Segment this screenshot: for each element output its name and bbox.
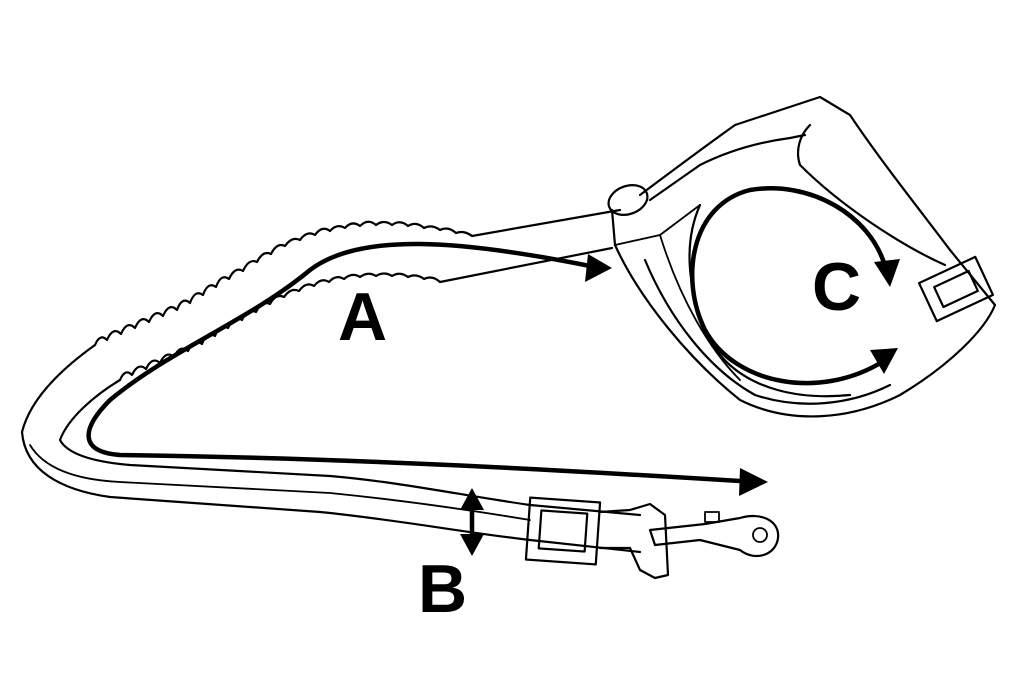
d-ring — [607, 184, 649, 216]
bungee-outer-wavy — [93, 208, 622, 347]
handle-lining — [688, 203, 852, 398]
strap-end-loop — [598, 502, 670, 580]
handle-fold — [614, 204, 741, 381]
arrow-a-head-top — [585, 254, 612, 282]
leash-strap — [20, 343, 642, 554]
strap-buckle-inner — [537, 509, 589, 553]
arrow-a — [86, 241, 768, 496]
strap-inner-edge — [58, 378, 642, 517]
arrow-c-head-bottom — [870, 348, 898, 374]
label-a: A — [338, 279, 387, 355]
arrow-b-head-top — [460, 488, 484, 510]
handle — [610, 95, 997, 418]
snap-hook-body — [648, 514, 780, 558]
arrow-b — [460, 488, 484, 556]
snap-hook — [648, 511, 780, 558]
handle-buckle — [917, 255, 995, 323]
bungee-section — [93, 208, 622, 382]
snap-hook-trigger — [704, 511, 720, 523]
handle-buckle-inner — [933, 269, 979, 309]
strap-buckle — [524, 496, 670, 580]
arrow-b-head-bottom — [460, 534, 484, 556]
handle-inner — [643, 258, 892, 405]
handle-padding — [648, 123, 947, 267]
arrow-a-path — [86, 241, 743, 484]
snap-hook-eye — [752, 527, 768, 543]
arrow-a-head-bottom — [739, 468, 768, 496]
strap-lower-edge — [29, 444, 531, 521]
strap-buckle-outer — [524, 496, 602, 566]
handle-buckle-outer — [917, 255, 995, 323]
strap-outer-edge — [20, 343, 642, 554]
handle-outer — [610, 95, 997, 418]
label-c: C — [812, 249, 861, 325]
arrow-c-head-top — [874, 259, 900, 287]
bungee-inner-wavy — [118, 246, 614, 382]
label-b: B — [418, 551, 467, 627]
arrow-c — [690, 186, 900, 386]
arrow-c-path — [690, 186, 888, 386]
